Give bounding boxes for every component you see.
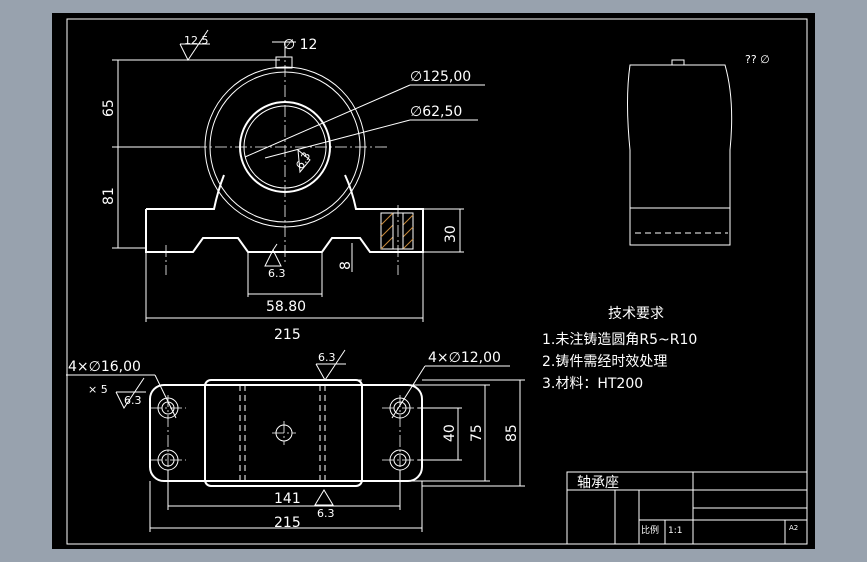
tech-req-item-1: 1.未注铸造圆角R5~R10 — [542, 332, 697, 348]
top-width-dim: 85 — [504, 424, 520, 442]
oil-hole-dim: ∅ 12 — [283, 37, 317, 53]
height-lower-dim: 81 — [101, 187, 117, 205]
roughness-top-label: 12.5 — [184, 34, 209, 47]
tech-req-heading: 技术要求 — [608, 306, 664, 322]
small-holes-leader — [391, 365, 426, 419]
large-holes-depth: × 5 — [88, 383, 108, 396]
drawing-border — [66, 18, 808, 545]
large-holes-dim: 4×∅16,00 — [68, 359, 141, 375]
small-holes-dim: 4×∅12,00 — [428, 350, 501, 366]
hole-spacing-y-inner-dim: 40 — [442, 424, 458, 442]
part-name: 轴承座 — [577, 475, 619, 491]
roughness-symbol-bottom-plan — [314, 489, 334, 506]
bore-dia-leader — [264, 119, 411, 159]
recess-depth-dim: 8 — [338, 261, 354, 270]
oil-hole-boss — [275, 56, 293, 69]
side-roughness-note: ?? ∅ — [745, 53, 770, 66]
recess-width-dim: 58.80 — [266, 299, 306, 315]
height-upper-dim: 65 — [101, 99, 117, 117]
roughness-left-label: 6.3 — [124, 394, 142, 407]
outer-dia-dim: ∅125,00 — [410, 69, 471, 85]
outer-dia-leader — [244, 84, 411, 158]
bore-dia-dim: ∅62,50 — [410, 104, 462, 120]
side-view: ?? ∅ — [627, 53, 770, 246]
roughness-symbol-recess — [264, 243, 282, 267]
side-view-outline — [627, 64, 733, 246]
bolt-hole-section — [380, 212, 414, 250]
tech-req-item-2: 2.铸件需经时效处理 — [542, 354, 667, 370]
scale-label: 比例 — [641, 524, 659, 536]
scale-value: 1:1 — [668, 526, 682, 536]
front-view: 12.5 ∅ 12 ∅125,00 ∅62,50 65 81 30 8 6.3 … — [101, 29, 485, 343]
front-length-dim: 215 — [274, 327, 301, 343]
top-view: 4×∅16,00 × 5 6.3 4×∅12,00 6.3 40 75 85 1… — [66, 349, 525, 532]
hole-spacing-y-dim: 75 — [469, 424, 485, 442]
drawing-sheet — [52, 13, 815, 549]
section-hatching — [380, 212, 414, 250]
title-block: 轴承座 比例 1:1 A2 — [566, 471, 808, 545]
base-plan-outline — [149, 384, 423, 482]
roughness-recess-label: 6.3 — [268, 267, 286, 280]
roughness-symbol-bore — [297, 148, 311, 174]
roughness-bottom-plan-label: 6.3 — [317, 507, 335, 520]
top-length-dim: 215 — [274, 515, 301, 531]
base-thickness-dim: 30 — [443, 225, 459, 243]
tech-req-item-3: 3.材料：HT200 — [542, 376, 643, 392]
roughness-symbol-left — [115, 377, 146, 409]
housing-plan-outline — [204, 379, 363, 487]
hole-spacing-x-dim: 141 — [274, 491, 301, 507]
large-holes-leader — [154, 374, 177, 419]
roughness-symbol-top — [179, 29, 210, 61]
technical-requirements: 技术要求 1.未注铸造圆角R5~R10 2.铸件需经时效处理 3.材料：HT20… — [542, 306, 697, 392]
roughness-top-plan-label: 6.3 — [318, 351, 336, 364]
sheet-code: A2 — [789, 524, 798, 532]
